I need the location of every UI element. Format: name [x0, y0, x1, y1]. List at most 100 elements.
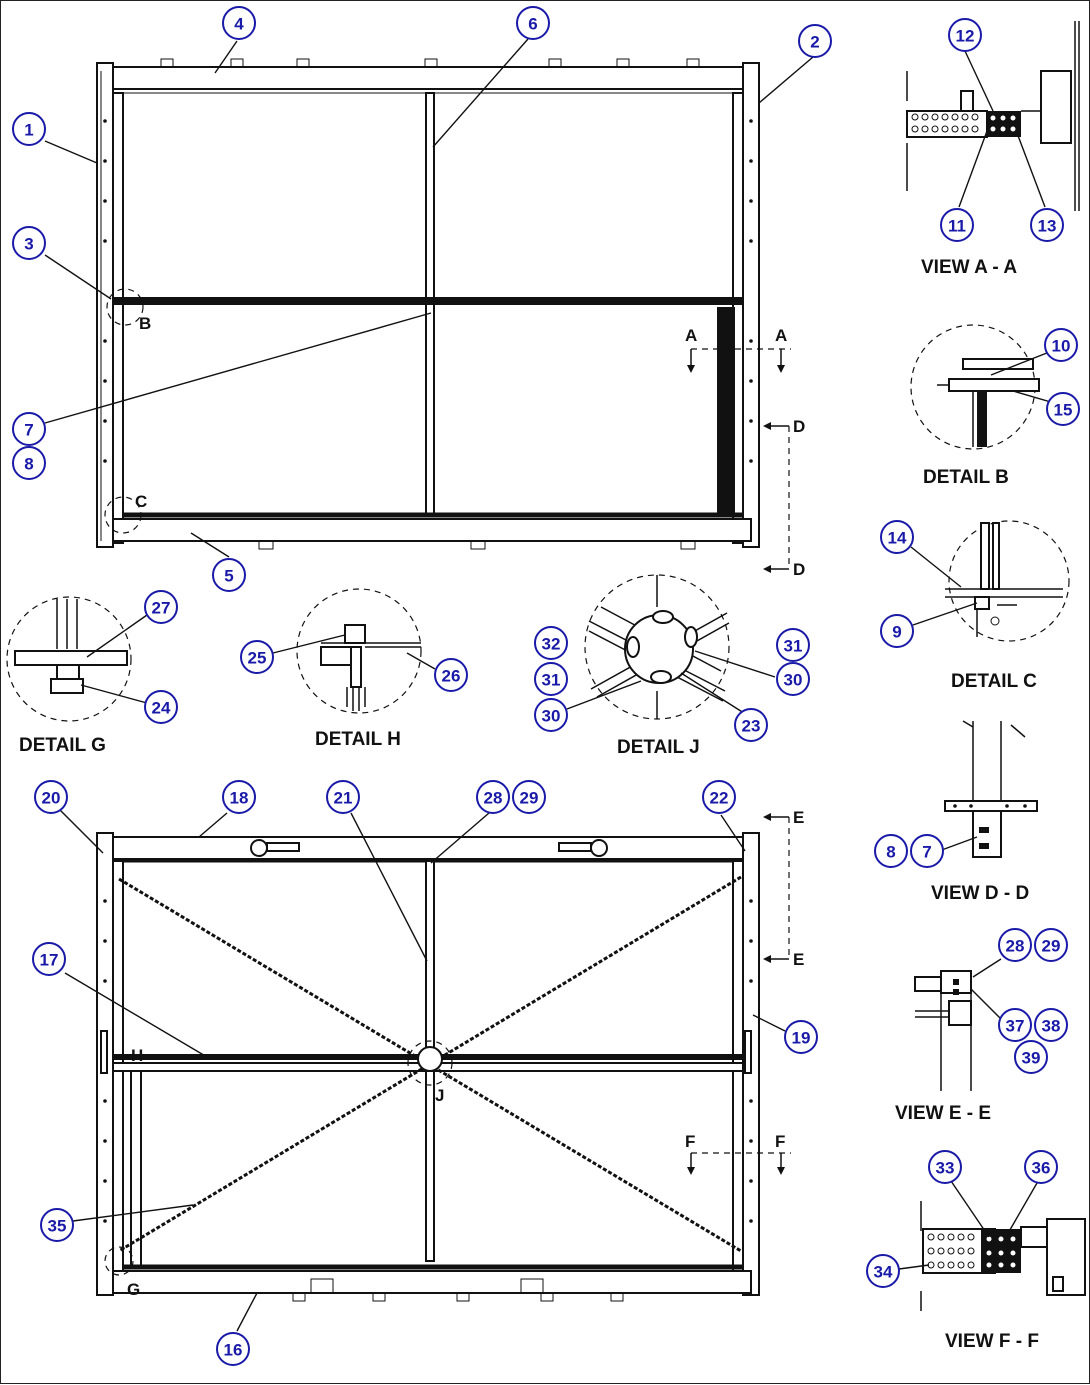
caption-detail-g: DETAIL G — [19, 735, 106, 756]
marker-a-left: A — [685, 326, 697, 345]
callout-number: 32 — [542, 635, 561, 654]
callout-number: 17 — [40, 951, 59, 970]
callout-number: 7 — [24, 421, 33, 440]
callout-c8: 8 — [12, 446, 46, 480]
callout-number: 29 — [1042, 937, 1061, 956]
callout-number: 13 — [1038, 217, 1057, 236]
callout-c8b: 8 — [874, 834, 908, 868]
callout-c3: 3 — [12, 226, 46, 260]
callout-c18: 18 — [222, 780, 256, 814]
callout-c24: 24 — [144, 690, 178, 724]
marker-h: H — [131, 1046, 143, 1065]
view-f-f: VIEW F - F — [898, 1180, 1086, 1352]
callout-number: 19 — [792, 1029, 811, 1048]
callout-c15: 15 — [1046, 392, 1080, 426]
callout-number: 25 — [248, 649, 267, 668]
callout-number: 1 — [24, 121, 33, 140]
marker-f-left: F — [685, 1132, 695, 1151]
view-e-e: VIEW E - E — [895, 958, 1002, 1124]
callout-number: 30 — [784, 671, 803, 690]
bottom-assembly: J H G E E F F — [58, 808, 804, 1332]
callout-number: 27 — [152, 599, 171, 618]
callout-number: 14 — [888, 529, 907, 548]
detail-c: DETAIL C — [910, 520, 1070, 692]
marker-e-bottom: E — [793, 950, 804, 969]
view-a-a: VIEW A - A — [906, 21, 1080, 278]
detail-h: DETAIL H — [272, 588, 436, 750]
detail-j: DETAIL J — [566, 574, 776, 758]
callout-c28: 28 — [476, 780, 510, 814]
callout-c5: 5 — [212, 558, 246, 592]
callout-number: 9 — [892, 623, 901, 642]
callout-number: 16 — [224, 1341, 243, 1360]
callout-number: 20 — [42, 789, 61, 808]
callout-number: 2 — [810, 33, 819, 52]
callout-c4: 4 — [222, 6, 256, 40]
callout-number: 28 — [1006, 937, 1025, 956]
callout-number: 35 — [48, 1217, 67, 1236]
marker-e-top: E — [793, 808, 804, 827]
callout-number: 31 — [542, 671, 561, 690]
caption-detail-j: DETAIL J — [617, 737, 700, 758]
callout-c25: 25 — [240, 640, 274, 674]
callout-number: 24 — [152, 699, 171, 718]
callout-c16: 16 — [216, 1332, 250, 1366]
callout-c30a: 30 — [534, 698, 568, 732]
callout-c12: 12 — [948, 18, 982, 52]
marker-a-right: A — [775, 326, 787, 345]
callout-c11: 11 — [940, 208, 974, 242]
caption-detail-h: DETAIL H — [315, 729, 401, 750]
callout-number: 5 — [224, 567, 233, 586]
callout-number: 29 — [520, 789, 539, 808]
callout-number: 11 — [948, 217, 966, 236]
marker-c: C — [135, 492, 147, 511]
callout-c26: 26 — [434, 658, 468, 692]
callout-c22: 22 — [702, 780, 736, 814]
marker-f-right: F — [775, 1132, 785, 1151]
callout-number: 8 — [24, 455, 33, 474]
callout-c17: 17 — [32, 942, 66, 976]
callout-number: 15 — [1054, 401, 1073, 420]
callout-number: 36 — [1032, 1159, 1051, 1178]
callout-c9: 9 — [880, 614, 914, 648]
caption-detail-b: DETAIL B — [923, 467, 1009, 488]
callout-c7: 7 — [12, 412, 46, 446]
callout-number: 21 — [334, 789, 353, 808]
callout-number: 7 — [922, 843, 931, 862]
callout-c34: 34 — [866, 1254, 900, 1288]
callout-c2: 2 — [798, 24, 832, 58]
callout-c29b: 29 — [1034, 928, 1068, 962]
callout-number: 37 — [1006, 1017, 1025, 1036]
callout-c6: 6 — [516, 6, 550, 40]
callout-c31b: 31 — [776, 628, 810, 662]
callout-number: 12 — [956, 27, 975, 46]
callout-c10: 10 — [1044, 328, 1078, 362]
callout-c31a: 31 — [534, 662, 568, 696]
callout-number: 38 — [1042, 1017, 1061, 1036]
callout-c38: 38 — [1034, 1008, 1068, 1042]
caption-view-d-d: VIEW D - D — [931, 883, 1029, 904]
callout-c30b: 30 — [776, 662, 810, 696]
callout-c29: 29 — [512, 780, 546, 814]
marker-g: G — [127, 1280, 140, 1299]
callout-c35: 35 — [40, 1208, 74, 1242]
view-d-d: VIEW D - D — [931, 720, 1038, 904]
callout-c14: 14 — [880, 520, 914, 554]
marker-d-top: D — [793, 417, 805, 436]
callout-c21: 21 — [326, 780, 360, 814]
marker-d-bottom: D — [793, 560, 805, 579]
marker-b: B — [139, 314, 151, 333]
caption-detail-c: DETAIL C — [951, 671, 1037, 692]
detail-g: DETAIL G — [6, 596, 148, 756]
callout-number: 8 — [886, 843, 895, 862]
marker-j: J — [435, 1086, 444, 1105]
callout-number: 10 — [1052, 337, 1071, 356]
callout-number: 30 — [542, 707, 561, 726]
callout-c1: 1 — [12, 112, 46, 146]
callout-c33: 33 — [928, 1150, 962, 1184]
callout-c23: 23 — [734, 708, 768, 742]
callout-number: 22 — [710, 789, 729, 808]
